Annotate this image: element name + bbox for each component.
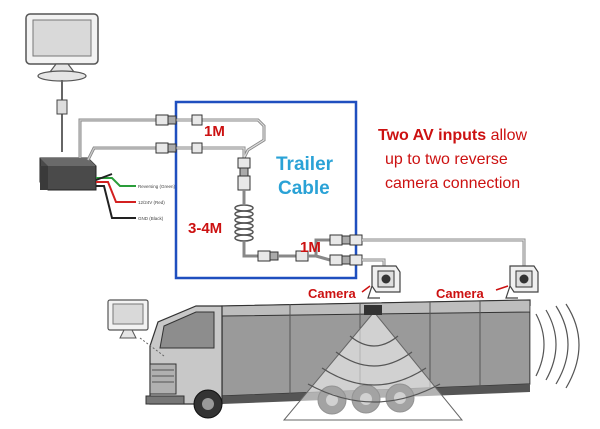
control-box-icon (39, 157, 97, 191)
coiled-cable-icon (234, 204, 258, 258)
side-camera-view (282, 305, 464, 421)
info-line1-rest: allow (486, 127, 527, 144)
bottom-1m-cables (257, 234, 363, 266)
info-line1-bold: Two AV inputs (378, 127, 486, 144)
info-line2: up to two reverse (385, 151, 508, 168)
camera-left-label: Camera (308, 286, 356, 301)
rear-camera-view (530, 300, 580, 390)
trailer-cable-label-line1: Trailer (276, 154, 334, 175)
info-line3: camera connection (385, 175, 520, 192)
segment-1m-top-label: 1M (204, 123, 225, 140)
wire-black-label: GND (Black) (138, 216, 164, 221)
info-note: Two AV inputs allow up to two reverse ca… (378, 127, 527, 192)
camera-cables (362, 238, 526, 268)
trailer-plug-icon (237, 157, 251, 204)
coil-length-label: 3-4M (188, 220, 222, 237)
camera-right-label: Camera (436, 286, 484, 301)
camera-icon-left (367, 265, 401, 299)
power-wires: Reversing (Green) 12/24V (Red) GND (Blac… (95, 173, 176, 221)
wire-green-label: Reversing (Green) (138, 184, 176, 189)
trailer-cable-label-line2: Cable (278, 178, 330, 199)
wire-red-label: 12/24V (Red) (138, 200, 165, 205)
camera-icon-right (505, 265, 539, 299)
svg-text:Two AV inputs allow: Two AV inputs allow (378, 127, 527, 144)
segment-1m-bottom-label: 1M (300, 239, 321, 256)
top-1m-cables (155, 114, 266, 160)
monitor-icon (25, 13, 99, 82)
trailer-cable-box (174, 100, 358, 280)
cab-monitor-icon (107, 299, 165, 357)
av-cables-to-box (78, 118, 176, 161)
